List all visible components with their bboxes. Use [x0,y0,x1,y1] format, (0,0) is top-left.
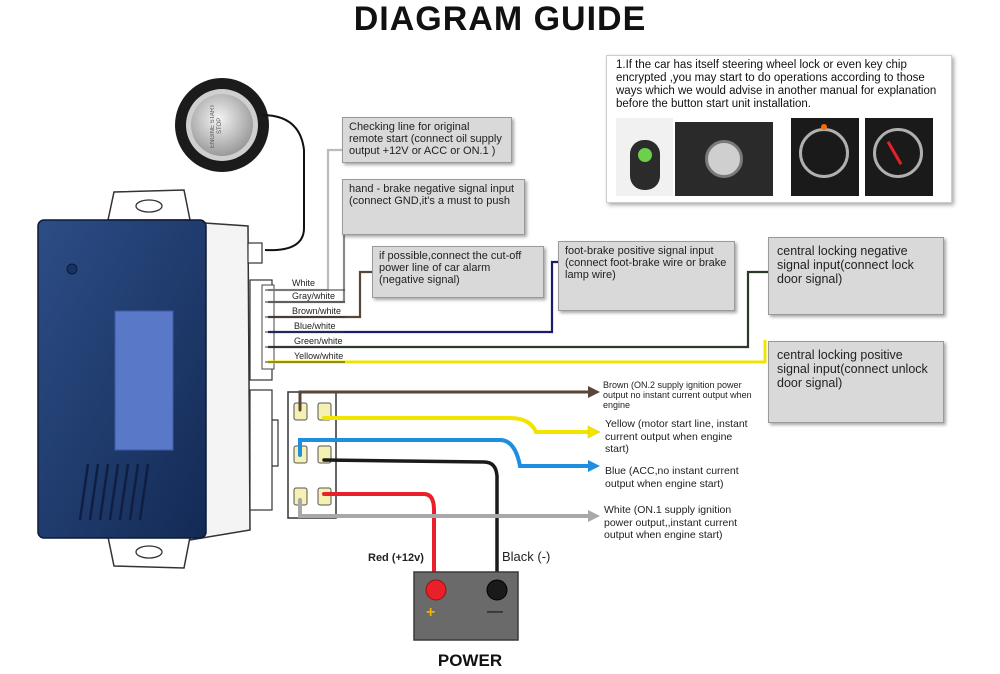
output-arrows [587,386,601,522]
module-mount-tabs [107,189,191,569]
power-label: POWER [437,651,503,670]
battery [413,571,519,641]
wire-label-green-white: Green/white [294,336,343,346]
engine-start-stop-button [175,78,269,172]
battery-plus-sign: + [426,604,436,621]
callout-lock-negative: central locking negative signal input(co… [768,237,944,315]
note-text: 1.If the car has itself steering wheel l… [616,59,937,110]
output-label-yellow: Yellow (motor start line, instant curren… [605,418,748,455]
black-wire-label: Black (-) [502,549,551,564]
note-panel [606,55,952,203]
callout-checking-line: Checking line for original remote start … [342,117,512,163]
diagram-title: DIAGRAM GUIDE [353,0,647,38]
ignition-photo [675,122,773,196]
battery-minus-sign: — [487,603,503,620]
output-label-white: White (ON.1 supply ignition power output… [604,504,738,541]
wire-label-gray-white: Gray/white [292,291,336,301]
callout-foot-brake: foot-brake positive signal input (connec… [558,241,735,311]
wire-label-brown-white: Brown/white [292,306,342,316]
dashboard-photo-2 [865,118,933,196]
callout-lock-positive: central locking positive signal input(co… [768,341,944,423]
control-module [37,219,207,539]
key-fob-photo [616,118,673,196]
dashboard-photo-1 [791,118,859,196]
wire-label-blue-white: Blue/white [294,321,336,331]
button-caption: ENGINE START STOP [210,104,223,148]
output-label-brown: Brown (ON.2 supply ignition power output… [603,380,752,410]
wire-label-white: White [292,278,316,288]
callout-hand-brake: hand - brake negative signal input (conn… [342,179,525,235]
wire-label-yellow-white: Yellow/white [294,351,344,361]
output-terminal-block [287,391,337,519]
red-wire-label: Red (+12v) [368,552,424,564]
output-label-blue: Blue (ACC,no instant current output when… [605,465,739,490]
callout-cut-off: if possible,connect the cut-off power li… [372,246,544,298]
